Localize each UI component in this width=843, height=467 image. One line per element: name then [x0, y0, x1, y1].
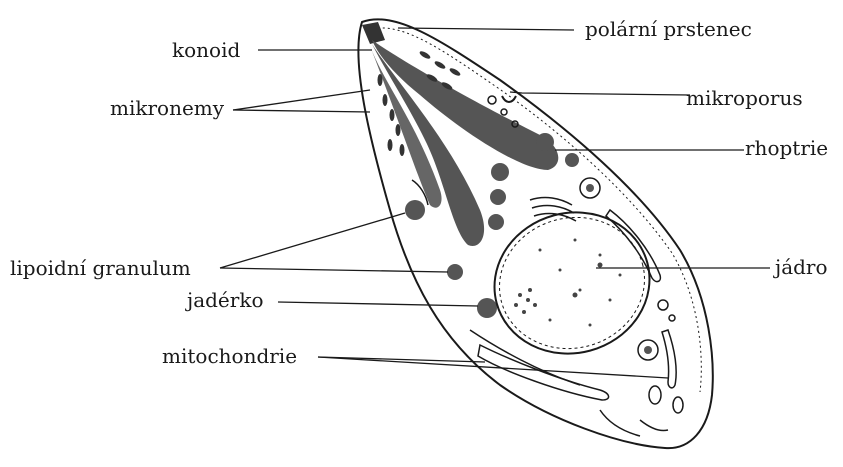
label-konoid: konoid [172, 38, 240, 62]
nucleus [479, 195, 666, 371]
golgi [530, 198, 576, 221]
label-rhoptrie: rhoptrie [745, 136, 828, 160]
label-jadro: jádro [775, 255, 828, 279]
label-mikroporus: mikroporus [686, 86, 803, 110]
label-jaderko: jadérko [187, 288, 263, 312]
micropore [502, 96, 516, 102]
label-mitochondrie: mitochondrie [162, 344, 297, 368]
conoid-shape [362, 22, 385, 44]
chromatin [514, 239, 622, 327]
label-lipoidni-granulum: lipoidní granulum [10, 256, 191, 280]
label-mikronemy: mikronemy [110, 96, 224, 120]
posterior-organelles [600, 300, 683, 436]
label-polarni-prstenec: polární prstenec [585, 17, 752, 41]
